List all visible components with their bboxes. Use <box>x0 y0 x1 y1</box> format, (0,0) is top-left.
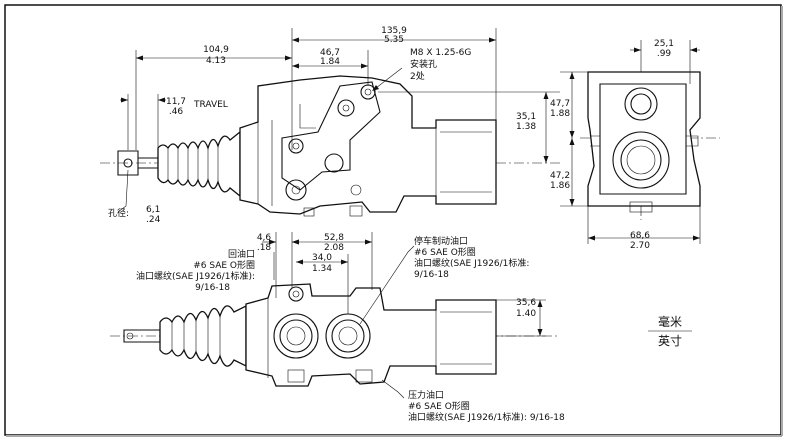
dim-rod-to-pivot-mm: 104,9 <box>203 45 229 55</box>
dim-upper-half-in: 1.88 <box>550 109 570 119</box>
dim-travel-mm: 11,7 <box>166 97 186 107</box>
pressure-port-oring: #6 SAE O形圈 <box>408 400 470 412</box>
dim-rod-to-pivot-in: 4.13 <box>206 56 226 66</box>
dimension-lines <box>117 28 701 399</box>
dim-port-pitch-in: 1.34 <box>312 264 332 274</box>
parking-port-oring: #6 SAE O形圈 <box>414 246 476 258</box>
dim-port-offset-in: .99 <box>657 49 672 59</box>
mount-qty-label: 2处 <box>410 70 425 82</box>
mount-thread-label: M8 X 1.25-6G <box>410 48 471 58</box>
dim-lower-half-in: 1.86 <box>550 181 570 191</box>
units-imperial: 英寸 <box>658 334 682 348</box>
parking-port-thread: 油口螺纹(SAE J1926/1标准: <box>414 257 529 269</box>
dim-offset-mm: 4,6 <box>257 233 272 243</box>
dim-overall-length-mm: 135,9 <box>381 26 407 36</box>
dim-overall-length-in: 5.35 <box>384 35 404 45</box>
pressure-port-title: 压力油口 <box>408 389 444 401</box>
dim-port-height-in: 1.40 <box>516 309 536 319</box>
dim-travel-in: .46 <box>169 107 184 117</box>
travel-label: TRAVEL <box>193 100 228 110</box>
dim-offset-in: .18 <box>257 243 272 253</box>
dim-center-height-mm: 35,1 <box>516 112 536 122</box>
dim-port-offset-mm: 25,1 <box>654 39 674 49</box>
return-port-thread: 油口螺纹(SAE J1926/1标准): <box>136 270 255 282</box>
bore-label: 孔径: <box>108 207 129 219</box>
bottom-view <box>110 283 560 387</box>
port-callouts: 回油口 #6 SAE O形圈 油口螺纹(SAE J1926/1标准): 9/16… <box>136 235 565 423</box>
dim-center-height-in: 1.38 <box>516 122 536 132</box>
dim-lower-half-mm: 47,2 <box>550 171 570 181</box>
return-port-size: 9/16-18 <box>195 283 230 293</box>
dim-pivot-to-mount-in: 1.84 <box>320 57 340 67</box>
dim-port-spacing-in: 2.08 <box>324 243 344 253</box>
dim-bore-mm: 6,1 <box>146 205 160 215</box>
dim-port-pitch-mm: 34,0 <box>312 253 332 263</box>
dim-pivot-to-mount-mm: 46,7 <box>320 48 340 58</box>
dim-bore-in: .24 <box>146 215 161 225</box>
return-port-oring: #6 SAE O形圈 <box>193 259 255 271</box>
dim-port-spacing-mm: 52,8 <box>324 233 344 243</box>
top-view <box>100 75 720 217</box>
end-view <box>587 62 701 220</box>
parking-port-title: 停车制动油口 <box>414 235 468 247</box>
dim-width-mm: 68,6 <box>630 231 650 241</box>
parking-port-size: 9/16-18 <box>414 270 449 280</box>
dim-upper-half-mm: 47,7 <box>550 99 570 109</box>
units-metric: 毫米 <box>658 314 682 329</box>
dim-width-in: 2.70 <box>630 241 650 251</box>
dimension-labels: 135,9 5.35 104,9 4.13 46,7 1.84 M8 X 1.2… <box>108 26 674 319</box>
units-legend: 毫米 英寸 <box>658 314 682 348</box>
pressure-port-thread: 油口螺纹(SAE J1926/1标准): 9/16-18 <box>408 411 565 423</box>
drawing-border <box>4 4 782 436</box>
mount-hole-label: 安装孔 <box>410 58 437 70</box>
return-port-title: 回油口 <box>228 248 255 260</box>
dim-port-height-mm: 35,6 <box>516 298 536 308</box>
